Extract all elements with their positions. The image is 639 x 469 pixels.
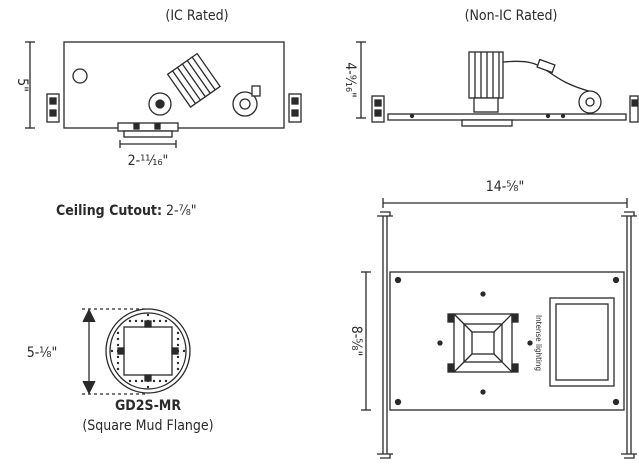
model-number: GD2S-MR [115,398,181,414]
perforation-dot [146,319,150,323]
flange-dimension: 5-¹⁄₈" [27,345,58,361]
perforation-dot [140,379,144,383]
perforation-dot [176,367,180,371]
non-ic-rated-side-view [356,41,639,127]
perforation-dot [152,319,156,323]
aperture-dimension: 2-¹¹⁄₁₆" [128,153,169,169]
non-ic-height-dimension: 4-⁹⁄₁₆" [342,62,358,98]
perforation-dot [134,319,138,323]
perforation-dot [158,379,162,383]
width-dimension: 14-⁵⁄₈" [486,179,525,195]
flange-perforation-dots [110,313,186,389]
ic-rated-side-view [25,41,302,148]
perforation-dot [176,343,180,347]
perforation-dot [116,331,120,335]
model-description: (Square Mud Flange) [82,418,213,434]
perforation-dot [176,355,180,359]
perforation-dot [146,385,150,389]
perforation-dot [140,319,144,323]
frame-brand-text: Intense lighting [534,315,543,371]
perforation-dot [176,361,180,365]
perforation-dot [152,379,156,383]
perforation-dot [164,319,168,323]
perforation-dot [128,319,132,323]
perforation-dot [116,355,120,359]
perforation-dot [158,319,162,323]
perforation-dot [182,349,186,353]
ic-height-dimension: 5" [14,78,30,92]
perforation-dot [176,349,180,353]
ic-rated-label: (IC Rated) [165,8,228,24]
mud-flange-drawing [82,308,191,395]
perforation-dot [116,343,120,347]
perforation-dot [110,349,114,353]
frame-top-view [361,198,637,459]
perforation-dot [164,379,168,383]
depth-dimension: 8-⁵⁄₈" [348,326,364,357]
perforation-dot [116,367,120,371]
perforation-dot [134,379,138,383]
perforation-dot [116,337,120,341]
perforation-dot [116,349,120,353]
non-ic-rated-label: (Non-IC Rated) [465,8,558,24]
perforation-dot [146,379,150,383]
perforation-dot [176,337,180,341]
perforation-dot [116,361,120,365]
perforation-dot [128,379,132,383]
ceiling-cutout-label: Ceiling Cutout: [56,203,162,219]
perforation-dot [146,313,150,317]
ceiling-cutout-value: 2-⁷⁄₈" [166,203,197,219]
perforation-dot [176,331,180,335]
